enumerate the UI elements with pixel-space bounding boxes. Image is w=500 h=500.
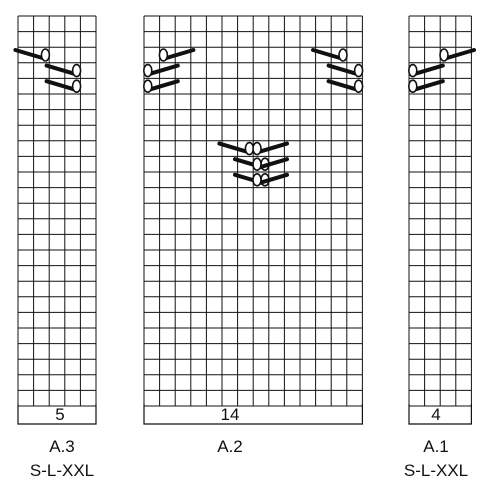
a1-sizes: S-L-XXL — [403, 461, 469, 480]
cable-stitch-symbol — [44, 79, 82, 93]
a1-grid — [408, 15, 472, 407]
symbol-oval — [407, 63, 418, 78]
symbol-oval — [439, 48, 449, 62]
symbol-stroke — [164, 48, 196, 60]
cable-stitch-symbol — [407, 79, 445, 93]
cable-stitch-symbol — [252, 157, 289, 171]
symbol-stroke — [326, 63, 358, 76]
a3-chart-name: A.3 — [49, 437, 75, 456]
symbol-oval — [338, 48, 348, 62]
cable-stitch-symbol — [143, 63, 180, 78]
symbol-oval — [252, 157, 262, 171]
a2-width-bracket — [143, 404, 363, 425]
cable-stitch-symbol — [407, 63, 445, 78]
symbol-stroke — [148, 79, 180, 92]
symbol-stroke — [258, 157, 289, 170]
cable-stitch-symbol — [439, 48, 476, 62]
cable-stitch-symbol — [143, 79, 180, 93]
symbol-stroke — [258, 172, 289, 185]
cable-stitch-symbol — [326, 79, 364, 93]
a3-stitch-count: 5 — [55, 405, 65, 424]
cable-stitch-symbol — [158, 48, 196, 62]
symbol-oval — [158, 48, 169, 62]
symbol-oval — [407, 79, 418, 93]
symbol-oval — [353, 79, 364, 93]
symbol-oval — [71, 63, 82, 78]
symbol-stroke — [44, 79, 76, 92]
symbol-stroke — [326, 79, 358, 92]
symbol-stroke — [44, 63, 76, 76]
a3-grid — [17, 15, 97, 407]
symbol-stroke — [413, 63, 445, 76]
symbol-oval — [143, 79, 153, 93]
cable-stitch-symbol — [217, 141, 255, 156]
symbol-stroke — [13, 48, 45, 60]
symbol-stroke — [445, 48, 476, 60]
symbol-oval — [71, 79, 82, 93]
symbol-oval — [252, 173, 262, 187]
cable-stitch-symbol — [252, 141, 289, 156]
a2-chart-name: A.2 — [217, 437, 243, 456]
cable-stitch-symbol — [13, 48, 51, 62]
a3-sizes: S-L-XXL — [29, 461, 95, 480]
a1-chart-name: A.1 — [423, 437, 449, 456]
symbol-stroke — [217, 141, 249, 154]
symbol-stroke — [148, 63, 180, 76]
symbol-oval — [252, 141, 262, 156]
symbol-stroke — [413, 79, 445, 92]
cable-stitch-symbol — [252, 172, 289, 187]
a3-width-bracket — [17, 404, 97, 425]
symbol-oval — [143, 63, 153, 78]
cable-stitch-symbol — [44, 63, 82, 78]
a1-stitch-count: 4 — [431, 405, 441, 424]
a2-grid — [143, 15, 363, 407]
cable-stitch-symbol — [326, 63, 364, 78]
a1-width-bracket — [408, 404, 472, 425]
symbol-stroke — [258, 141, 289, 154]
symbol-oval — [40, 48, 51, 62]
symbol-oval — [353, 63, 364, 78]
cable-stitch-symbol — [311, 48, 348, 62]
symbol-stroke — [311, 48, 342, 60]
a2-stitch-count: 14 — [220, 405, 240, 424]
